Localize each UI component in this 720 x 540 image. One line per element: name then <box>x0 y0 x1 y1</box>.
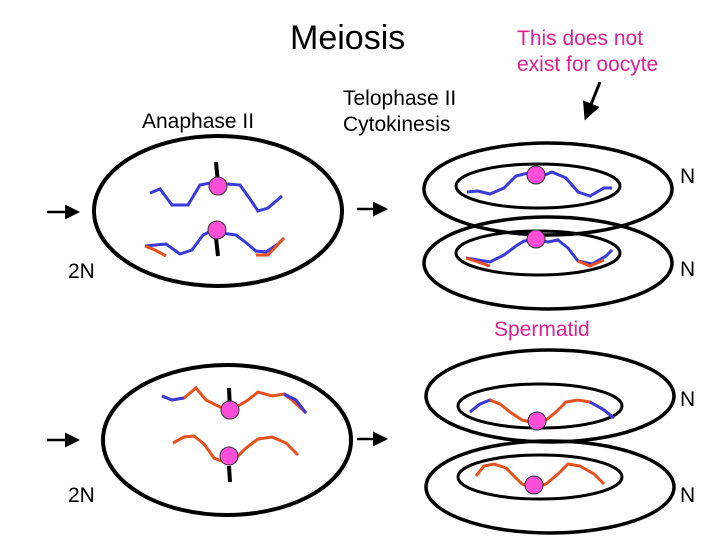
stage-label-telophase: Telophase II Cytokinesis <box>343 86 456 139</box>
centromere <box>208 176 228 196</box>
chromatid-red <box>577 258 605 268</box>
chromatid-red <box>256 236 286 257</box>
ploidy-label-top-left: 2N <box>68 260 95 283</box>
centromere <box>526 229 546 249</box>
chromatid-blue <box>589 400 615 420</box>
centromere <box>207 220 227 240</box>
centromere <box>220 400 240 420</box>
telophase-outer-ring <box>422 215 674 311</box>
centromere <box>526 165 546 185</box>
haploid-cell-1 <box>454 162 622 210</box>
centromere <box>527 411 547 431</box>
oocyte-note: This does not exist for oocyte <box>517 26 658 79</box>
ploidy-label-bottom-left: 2N <box>68 484 95 507</box>
diagram-title: Meiosis <box>290 19 406 57</box>
chromatid-blue <box>469 398 491 414</box>
stage-label-telophase-line1: Telophase II <box>343 87 457 110</box>
ploidy-label-cell-2: N <box>680 258 696 281</box>
anaphase-cell-top <box>92 134 344 288</box>
oocyte-note-line2: exist for oocyte <box>517 53 659 77</box>
ploidy-label-cell-3: N <box>680 388 696 411</box>
haploid-cell-4 <box>456 453 624 501</box>
spermatid-label: Spermatid <box>494 318 590 341</box>
chromatid-blue <box>161 394 185 402</box>
chromatid-red <box>144 244 167 258</box>
spindle-fiber <box>227 465 232 483</box>
note-pointer-arrow <box>582 81 602 121</box>
telophase-outer-ring <box>422 141 674 237</box>
stage-label-anaphase: Anaphase II <box>142 110 255 133</box>
anaphase-cell-bottom <box>101 363 353 517</box>
ploidy-label-cell-4: N <box>680 484 696 507</box>
chromatid-blue <box>283 392 308 414</box>
spindle-fiber <box>214 237 220 257</box>
chromatid-red <box>465 256 491 268</box>
centromere <box>524 475 544 495</box>
ploidy-label-cell-1: N <box>680 165 696 188</box>
stage-label-telophase-line2: Cytokinesis <box>343 113 451 137</box>
centromere <box>219 446 239 466</box>
telophase-outer-ring <box>424 439 676 535</box>
oocyte-note-line1: This does not <box>517 27 644 50</box>
